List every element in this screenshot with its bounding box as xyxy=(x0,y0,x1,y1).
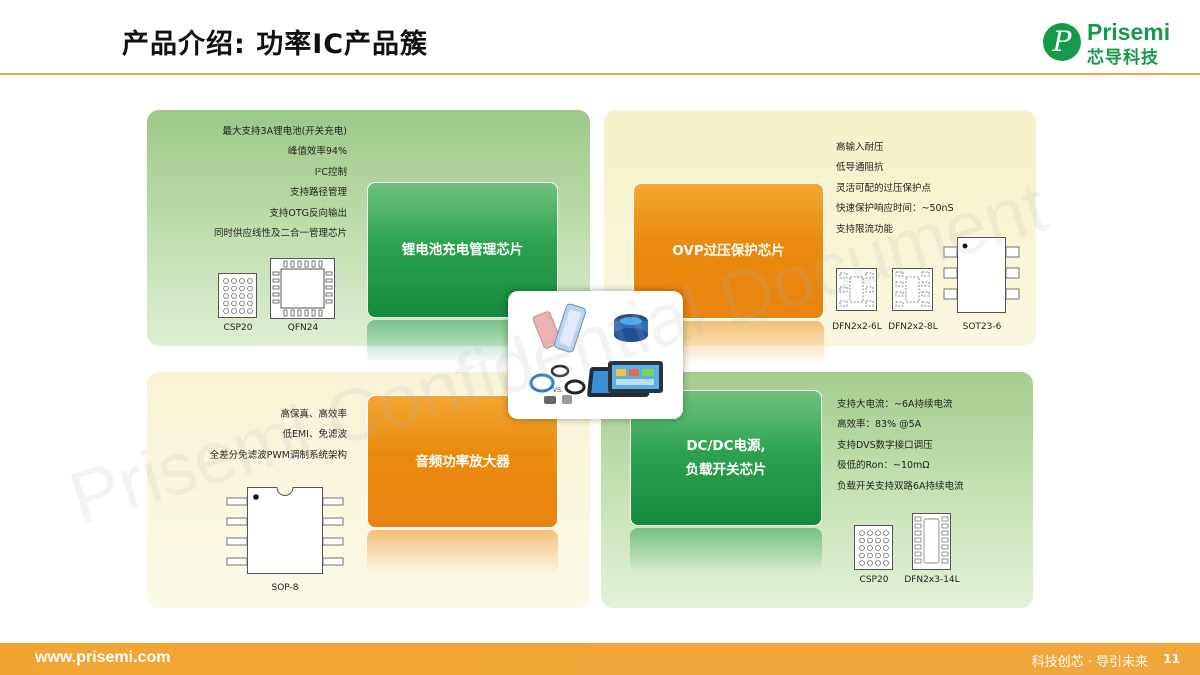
package-label-dfn2x2-8l: DFN2x2-8L xyxy=(888,322,938,332)
package-label-sop8: SOP-8 xyxy=(271,583,299,593)
title-divider xyxy=(0,73,1200,75)
feature-item: 高效率：83% @5A xyxy=(837,419,922,431)
vs-label: VS. xyxy=(553,388,563,394)
footer-bar: www.prisemi.com 科技创芯 · 导引未来 11 xyxy=(0,643,1200,675)
feature-item: 高输入耐压 xyxy=(836,142,884,153)
lithium-feature-list: 最大支持3A锂电池(开关充电) 峰值效率94% I²C控制 支持路径管理 支持O… xyxy=(214,122,347,244)
csp20-package-icon xyxy=(218,273,257,318)
package-label-dfn2x3-14l: DFN2x3-14L xyxy=(904,575,960,585)
smartphone-icon xyxy=(532,303,587,353)
feature-item: 支持路径管理 xyxy=(289,187,347,199)
tablet-icon xyxy=(587,361,663,397)
company-logo: P Prisemi 芯导科技 xyxy=(1043,19,1183,68)
bluetooth-speaker-icon xyxy=(614,314,648,342)
package-label-qfn24: QFN24 xyxy=(287,323,319,333)
csp20-package-icon xyxy=(854,525,893,570)
feature-item: 低导通阻抗 xyxy=(836,162,884,174)
logo-p-icon: P xyxy=(1043,23,1081,61)
feature-item: 同时供应线性及二合一管理芯片 xyxy=(213,228,347,240)
feature-item: 灵活可配的过压保护点 xyxy=(836,182,932,194)
category-label: 锂电池充电管理芯片 xyxy=(401,242,524,258)
category-label: 音频功率放大器 xyxy=(415,453,510,470)
feature-item: 负载开关支持双路6A持续电流 xyxy=(837,480,964,492)
company-slogan: 科技创芯 · 导引未来 xyxy=(1031,655,1148,670)
feature-item: 支持OTG反向输出 xyxy=(269,207,347,219)
website-url[interactable]: www.prisemi.com xyxy=(35,649,171,666)
package-label-sot23-6: SOT23-6 xyxy=(962,322,1002,332)
dfn2x3-14l-package-icon xyxy=(912,513,951,570)
consumer-products-image: VS. xyxy=(508,291,683,419)
wearable-band-icon xyxy=(529,364,586,404)
feature-item: 快速保护响应时间：~50nS xyxy=(836,203,954,215)
category-lithium-charger[interactable]: 锂电池充电管理芯片 xyxy=(367,182,558,318)
category-reflection xyxy=(367,530,558,574)
category-label-line2: 负载开关芯片 xyxy=(685,462,767,478)
package-label-dfn2x2-6l: DFN2x2-6L xyxy=(832,322,882,332)
products-illustration: VS. xyxy=(529,303,663,404)
feature-item: 全差分免滤波PWM调制系统架构 xyxy=(209,449,347,461)
page-title: 产品介绍: 功率IC产品簇 xyxy=(122,29,429,60)
package-label-csp20: CSP20 xyxy=(223,323,253,333)
logo-chinese-name: 芯导科技 xyxy=(1087,48,1159,68)
feature-item: 支持DVS数字接口调压 xyxy=(837,439,933,451)
qfn24-package-icon xyxy=(270,258,335,319)
category-reflection xyxy=(630,528,822,572)
feature-item: 最大支持3A锂电池(开关充电) xyxy=(222,126,347,137)
category-label: OVP过压保护芯片 xyxy=(672,243,785,259)
dcdc-feature-list: 支持大电流：~6A持续电流 高效率：83% @5A 支持DVS数字接口调压 极低… xyxy=(837,395,964,497)
audio-feature-list: 高保真、高效率 低EMI、免滤波 全差分免滤波PWM调制系统架构 xyxy=(210,405,347,466)
feature-item: 极低的Ron：~10mΩ xyxy=(837,460,930,472)
ovp-feature-list: 高输入耐压 低导通阻抗 灵活可配的过压保护点 快速保护响应时间：~50nS 支持… xyxy=(836,138,954,240)
sop8-package-icon xyxy=(226,487,344,574)
feature-item: 峰值效率94% xyxy=(287,146,347,158)
category-label-line1: DC/DC电源, xyxy=(686,438,766,454)
page-number: 11 xyxy=(1163,652,1180,666)
feature-item: 低EMI、免滤波 xyxy=(282,429,347,441)
feature-item: I²C控制 xyxy=(314,166,347,178)
package-label-csp20: CSP20 xyxy=(859,575,889,585)
feature-item: 高保真、高效率 xyxy=(280,409,347,420)
dfn2x2-8l-package-icon xyxy=(892,268,933,311)
sot23-6-package-icon xyxy=(943,237,1020,313)
feature-item: 支持大电流：~6A持续电流 xyxy=(837,399,953,410)
feature-item: 支持限流功能 xyxy=(836,223,894,235)
dfn2x2-6l-package-icon xyxy=(836,268,877,311)
logo-name: Prisemi xyxy=(1087,19,1171,45)
